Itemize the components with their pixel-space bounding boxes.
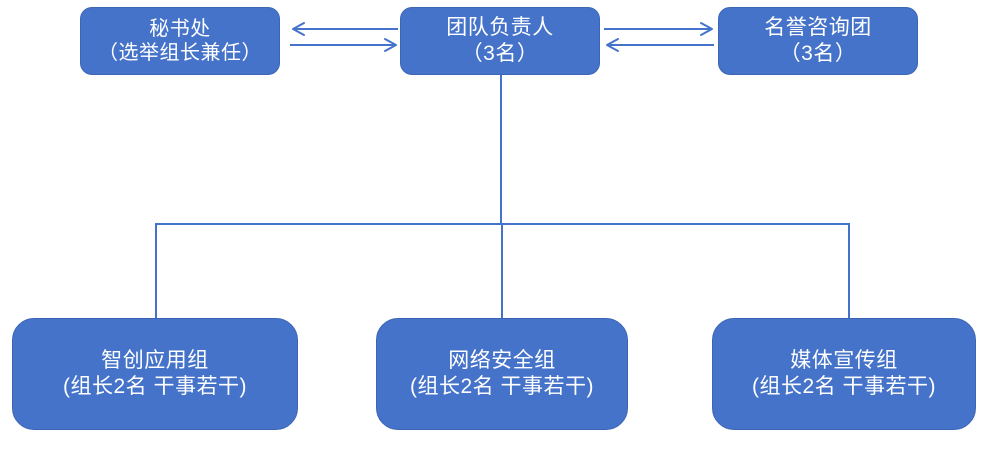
node-team-leader-title: 团队负责人 [446, 16, 554, 40]
node-group-media-publicity-subtitle: (组长2名 干事若干) [752, 375, 936, 398]
node-secretariat-subtitle: （选举组长兼任） [98, 42, 262, 64]
connector-leader-stem [500, 75, 502, 224]
arrow-head-right [384, 38, 397, 52]
connector-drop-group-3 [848, 223, 850, 320]
connector-arrows-leader-advisory [604, 22, 714, 52]
node-team-leader-subtitle: （3名） [461, 42, 539, 65]
node-group-media-publicity[interactable]: 媒体宣传组 (组长2名 干事若干) [712, 318, 976, 430]
connector-arrows-secretariat-leader [290, 22, 398, 52]
node-group-media-publicity-title: 媒体宣传组 [790, 349, 898, 373]
node-honorary-advisory-title: 名誉咨询团 [764, 16, 872, 40]
node-honorary-advisory[interactable]: 名誉咨询团 （3名） [718, 7, 918, 75]
node-group-ai-application-subtitle: (组长2名 干事若干) [63, 375, 247, 398]
node-group-ai-application[interactable]: 智创应用组 (组长2名 干事若干) [12, 318, 298, 430]
node-group-network-security-subtitle: (组长2名 干事若干) [410, 375, 594, 398]
arrow-head-left [292, 22, 305, 36]
node-team-leader[interactable]: 团队负责人 （3名） [400, 7, 600, 75]
node-honorary-advisory-subtitle: （3名） [779, 42, 857, 65]
connector-drop-group-2 [501, 223, 503, 320]
arrow-head-left-lower [606, 38, 619, 52]
node-secretariat-title: 秘书处 [149, 17, 211, 40]
connector-drop-group-1 [155, 223, 157, 320]
arrow-head-right-upper [700, 22, 713, 36]
node-group-network-security-title: 网络安全组 [448, 349, 556, 373]
node-secretariat[interactable]: 秘书处 （选举组长兼任） [80, 7, 280, 75]
node-group-network-security[interactable]: 网络安全组 (组长2名 干事若干) [376, 318, 628, 430]
node-group-ai-application-title: 智创应用组 [101, 349, 209, 373]
